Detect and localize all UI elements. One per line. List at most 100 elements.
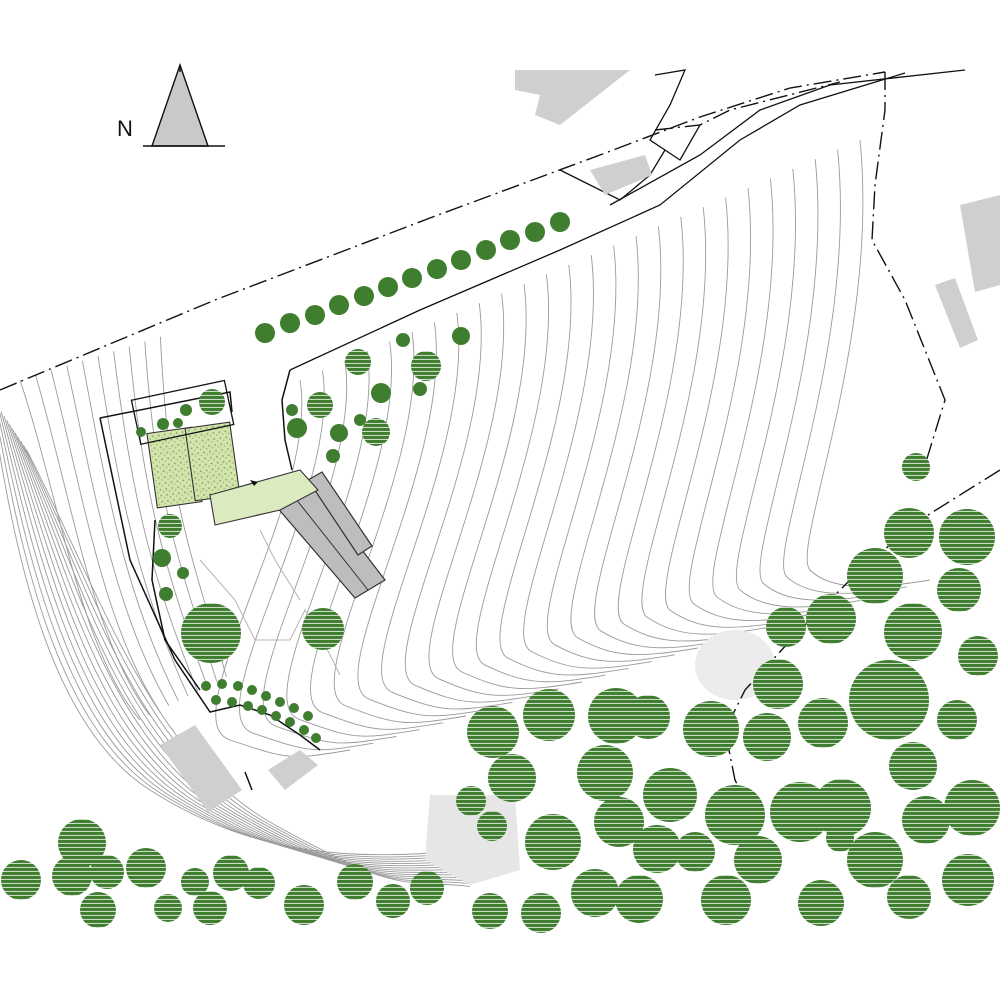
tree-canopy-icon: [500, 230, 520, 250]
tree-canopy-icon: [181, 603, 241, 663]
tree-canopy-icon: [826, 824, 854, 852]
tree-canopy-icon: [180, 404, 192, 416]
tree-canopy-icon: [233, 681, 243, 691]
garden-plots: [130, 379, 319, 526]
tree-canopy-icon: [299, 725, 309, 735]
tree-canopy-icon: [302, 608, 344, 650]
tree-canopy-icon: [887, 875, 931, 919]
tree-canopy-icon: [326, 449, 340, 463]
tree-canopy-icon: [285, 717, 295, 727]
tree-canopy-icon: [958, 636, 998, 676]
trees: [1, 212, 1000, 933]
tree-canopy-icon: [944, 780, 1000, 836]
tree-canopy-icon: [452, 327, 470, 345]
tree-canopy-icon: [371, 383, 391, 403]
tree-canopy-icon: [743, 713, 791, 761]
tree-canopy-icon: [594, 797, 644, 847]
tree-canopy-icon: [413, 382, 427, 396]
tree-canopy-icon: [705, 785, 765, 845]
tree-canopy-icon: [275, 697, 285, 707]
tree-canopy-icon: [345, 349, 371, 375]
tree-canopy-icon: [456, 786, 486, 816]
tree-canopy-icon: [227, 697, 237, 707]
tree-canopy-icon: [193, 891, 227, 925]
tree-canopy-icon: [284, 885, 324, 925]
tree-canopy-icon: [675, 832, 715, 872]
tree-canopy-icon: [157, 418, 169, 430]
entrance-marker-icon: [250, 480, 258, 486]
tree-canopy-icon: [849, 660, 929, 740]
tree-canopy-icon: [257, 705, 267, 715]
tree-canopy-icon: [337, 864, 373, 900]
tree-canopy-icon: [311, 733, 321, 743]
tree-canopy-icon: [813, 779, 871, 837]
tree-canopy-icon: [213, 855, 249, 891]
tree-canopy-icon: [902, 453, 930, 481]
north-arrow-icon: N: [117, 62, 225, 147]
tree-canopy-icon: [243, 701, 253, 711]
tree-canopy-icon: [467, 706, 519, 758]
tree-canopy-icon: [410, 871, 444, 905]
tree-canopy-icon: [472, 893, 508, 929]
tree-canopy-icon: [588, 688, 644, 744]
tree-canopy-icon: [798, 880, 844, 926]
building-southwest-2: [268, 750, 318, 790]
tree-canopy-icon: [402, 268, 422, 288]
tree-canopy-icon: [199, 389, 225, 415]
tree-canopy-icon: [396, 333, 410, 347]
tree-canopy-icon: [884, 603, 942, 661]
tree-canopy-icon: [633, 825, 681, 873]
tree-canopy-icon: [90, 855, 124, 889]
tree-canopy-icon: [286, 404, 298, 416]
tree-canopy-icon: [643, 768, 697, 822]
tree-canopy-icon: [847, 832, 903, 888]
tree-canopy-icon: [521, 893, 561, 933]
tree-canopy-icon: [770, 782, 830, 842]
building-north-2: [590, 155, 652, 195]
tree-canopy-icon: [451, 250, 471, 270]
tree-canopy-icon: [354, 414, 366, 426]
tree-canopy-icon: [126, 848, 166, 888]
tree-canopy-icon: [523, 689, 575, 741]
tree-canopy-icon: [615, 875, 663, 923]
tree-canopy-icon: [354, 286, 374, 306]
tree-canopy-icon: [806, 594, 856, 644]
tree-canopy-icon: [329, 295, 349, 315]
tree-canopy-icon: [52, 856, 92, 896]
tree-canopy-icon: [942, 854, 994, 906]
building-north-1: [515, 70, 630, 125]
tree-canopy-icon: [937, 568, 981, 612]
tree-canopy-icon: [136, 427, 146, 437]
tree-canopy-icon: [1, 860, 41, 900]
tree-canopy-icon: [177, 567, 189, 579]
tree-canopy-icon: [376, 884, 410, 918]
tree-canopy-icon: [734, 836, 782, 884]
tree-canopy-icon: [303, 711, 313, 721]
tree-canopy-icon: [753, 659, 803, 709]
tree-canopy-icon: [525, 814, 581, 870]
north-label: N: [117, 116, 133, 141]
tree-canopy-icon: [884, 508, 934, 558]
tree-canopy-icon: [255, 323, 275, 343]
terrace: [209, 469, 319, 526]
tree-canopy-icon: [378, 277, 398, 297]
tree-canopy-icon: [201, 681, 211, 691]
tree-canopy-icon: [701, 875, 751, 925]
tree-canopy-icon: [937, 700, 977, 740]
tree-canopy-icon: [577, 745, 633, 801]
building-east-1: [960, 195, 1000, 292]
tree-canopy-icon: [289, 703, 299, 713]
tree-canopy-icon: [525, 222, 545, 242]
tree-canopy-icon: [939, 509, 995, 565]
tree-canopy-icon: [427, 259, 447, 279]
main-building-wing: [307, 471, 373, 556]
tree-canopy-icon: [247, 685, 257, 695]
tree-canopy-icon: [683, 701, 739, 757]
tree-canopy-icon: [173, 418, 183, 428]
tree-canopy-icon: [243, 867, 275, 899]
tree-canopy-icon: [362, 418, 390, 446]
tree-canopy-icon: [798, 698, 848, 748]
tree-canopy-icon: [217, 679, 227, 689]
garden-enclosure: [130, 379, 235, 446]
